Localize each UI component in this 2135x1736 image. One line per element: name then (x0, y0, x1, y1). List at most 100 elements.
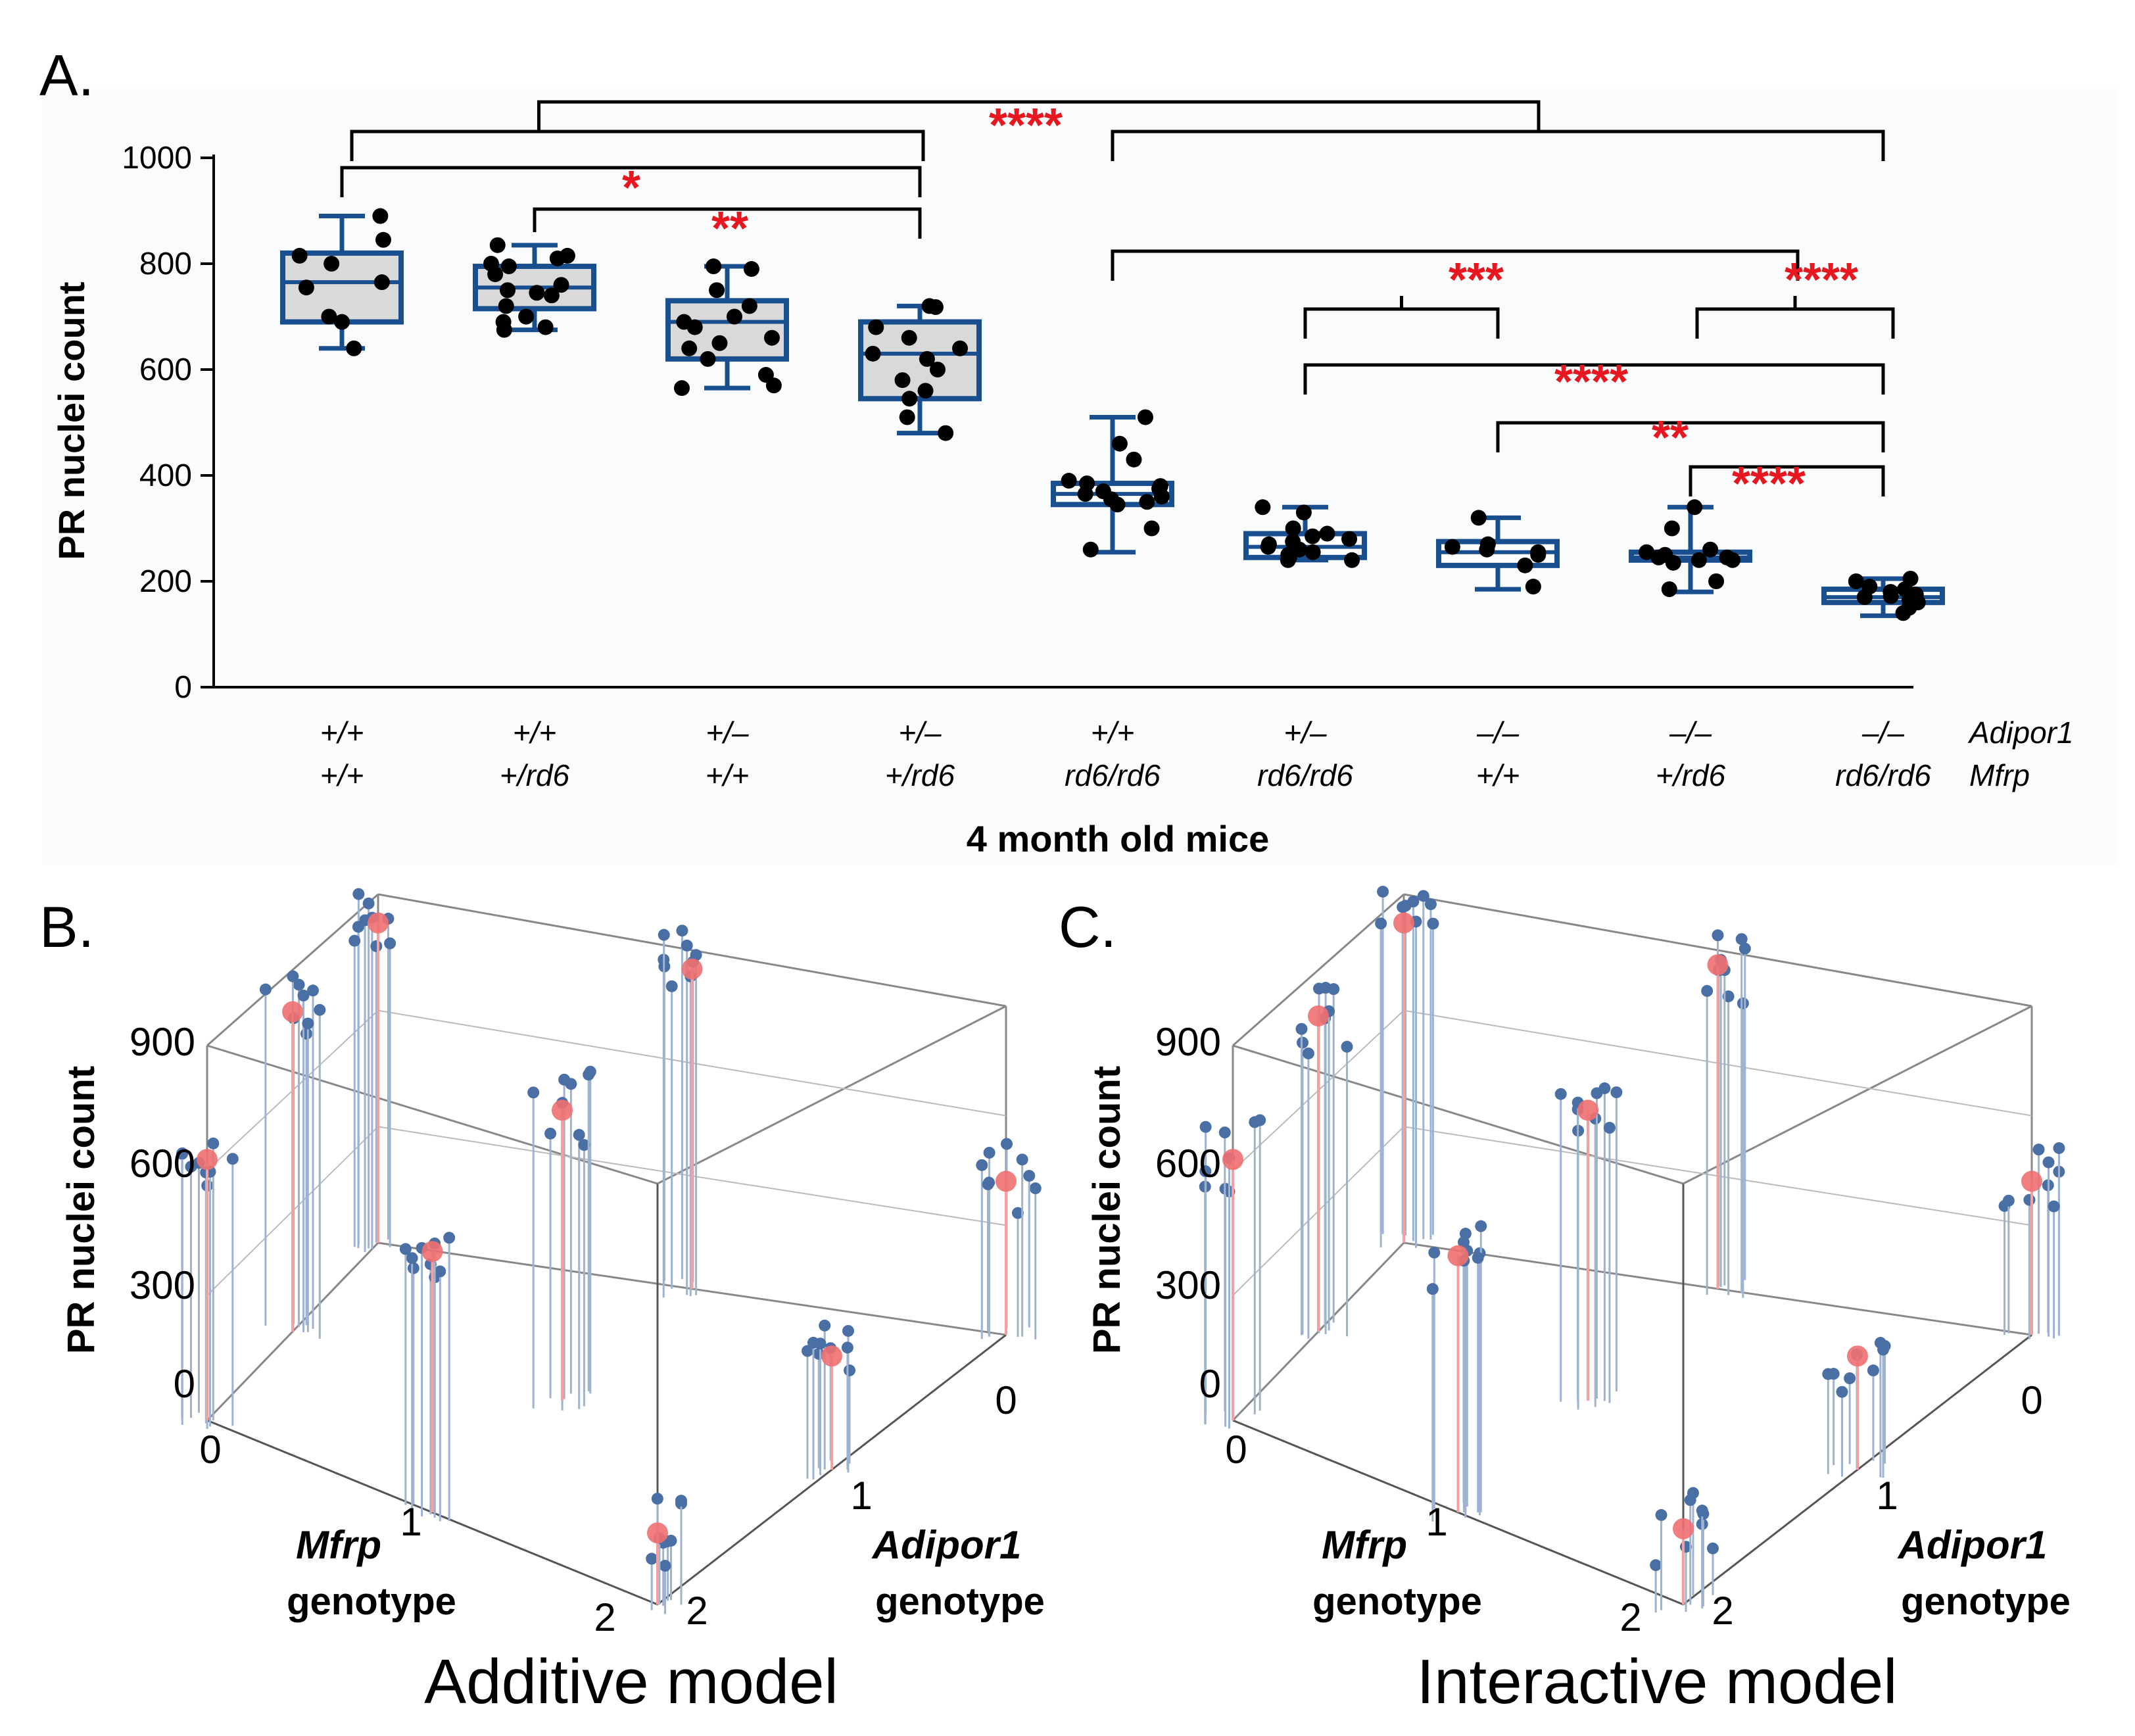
panel-label-b: B. (39, 894, 94, 959)
data-point (1295, 504, 1312, 521)
y-tick-label: 2 (1712, 1589, 1733, 1633)
observation-point (814, 1338, 827, 1350)
z-tick-label: 900 (1155, 1020, 1221, 1064)
genotype-labels: +/++/++/++/rd6+/–+/++/–+/rd6+/+rd6/rd6+/… (320, 715, 1932, 792)
prediction-point (647, 1522, 668, 1544)
adipor1-axis-subtitle: genotype (1901, 1580, 2071, 1623)
observation-point (384, 937, 396, 950)
observation-point (1554, 1088, 1567, 1100)
observation-point (2048, 1200, 2060, 1213)
observation-point (1877, 1343, 1889, 1356)
adipor1-genotype-label: –/– (1669, 715, 1712, 750)
data-point (1517, 557, 1533, 573)
significance-label: **** (1785, 254, 1858, 306)
data-point (346, 340, 362, 356)
bracket-top (537, 100, 1541, 132)
box-group (858, 298, 982, 441)
box-edge (377, 893, 1007, 1007)
data-point (549, 250, 565, 266)
bracket (350, 130, 925, 161)
data-point (1691, 552, 1707, 568)
observation-point (2042, 1156, 2055, 1169)
data-point (1687, 499, 1703, 516)
observation-point (1610, 1086, 1623, 1099)
observation-point (1199, 1121, 1212, 1133)
significance-label: **** (1732, 458, 1806, 510)
mfrp-genotype-label: +/+ (320, 758, 364, 792)
mfrp-genotype-label: rd6/rd6 (1835, 758, 1931, 792)
observation-point (434, 1265, 446, 1278)
prediction-point (1707, 954, 1729, 976)
observation-point (844, 1364, 856, 1376)
x-axis-title: 4 month old mice (967, 818, 1270, 859)
box-group (1243, 499, 1367, 568)
data-point (1153, 489, 1170, 505)
y-tick-label: 800 (139, 247, 192, 281)
data-point (929, 362, 946, 377)
boxes (280, 208, 1945, 621)
observation-point (1706, 1542, 1719, 1555)
data-point (673, 380, 690, 397)
data-point (741, 298, 757, 314)
observation-point (407, 1262, 420, 1274)
y-tick-label: 1 (1876, 1474, 1898, 1518)
data-point (700, 350, 716, 367)
data-point (919, 350, 935, 367)
adipor1-genotype-label: +/– (706, 715, 749, 750)
significance-label: ** (711, 203, 748, 255)
x-tick-label: 1 (400, 1500, 421, 1544)
z-tick-label: 600 (130, 1142, 195, 1186)
row-label-adipor1: Adipor1 (1967, 715, 2074, 750)
observation-point (1424, 898, 1437, 911)
significance-label: **** (1554, 356, 1628, 408)
observation-point (573, 1128, 585, 1141)
y-tick-label: 400 (139, 458, 192, 493)
observation-point (443, 1232, 456, 1244)
box-group (665, 258, 789, 397)
data-point (372, 208, 389, 224)
observation-point (681, 939, 693, 952)
adipor1-axis-subtitle: genotype (875, 1580, 1045, 1623)
prediction-point (1673, 1518, 1694, 1539)
data-point (1109, 496, 1126, 513)
bracket (533, 207, 922, 239)
observation-point (1023, 1170, 1036, 1182)
observation-point (1218, 1126, 1231, 1139)
observation-point (1655, 1508, 1667, 1521)
observation-point (207, 1137, 220, 1149)
observation-point (287, 970, 299, 982)
y-tick-label: 2 (686, 1589, 708, 1633)
observation-point (659, 1560, 671, 1572)
significance-label: *** (1449, 254, 1504, 306)
data-point (1650, 549, 1667, 566)
box-group (473, 237, 596, 338)
model-title: Additive model (424, 1647, 838, 1717)
y-axis-title: PR nuclei count (51, 281, 92, 560)
data-point (726, 308, 742, 325)
data-point (894, 372, 911, 389)
observation-point (1428, 1246, 1441, 1259)
observation-point (1328, 983, 1340, 996)
y-tick-label: 0 (995, 1378, 1017, 1422)
bracket (1496, 421, 1885, 452)
prediction-point (2021, 1170, 2042, 1192)
observation-point (1302, 1047, 1314, 1059)
data-point (1285, 520, 1301, 537)
x-tick-label: 1 (1426, 1500, 1447, 1544)
observation-point (1696, 1505, 1708, 1517)
observation-point (1397, 901, 1409, 913)
data-point (706, 258, 722, 275)
observation-point (1341, 1040, 1353, 1053)
observation-point (1199, 1165, 1212, 1178)
data-point (1305, 544, 1321, 560)
data-point (1126, 451, 1142, 468)
observation-point (370, 940, 383, 952)
prediction-point (996, 1170, 1017, 1192)
data-point (1470, 510, 1487, 526)
x-tick-label: 0 (1225, 1428, 1247, 1472)
adipor1-genotype-label: –/– (1861, 715, 1904, 750)
observation-point (1254, 1114, 1266, 1126)
prediction-point (821, 1345, 842, 1367)
